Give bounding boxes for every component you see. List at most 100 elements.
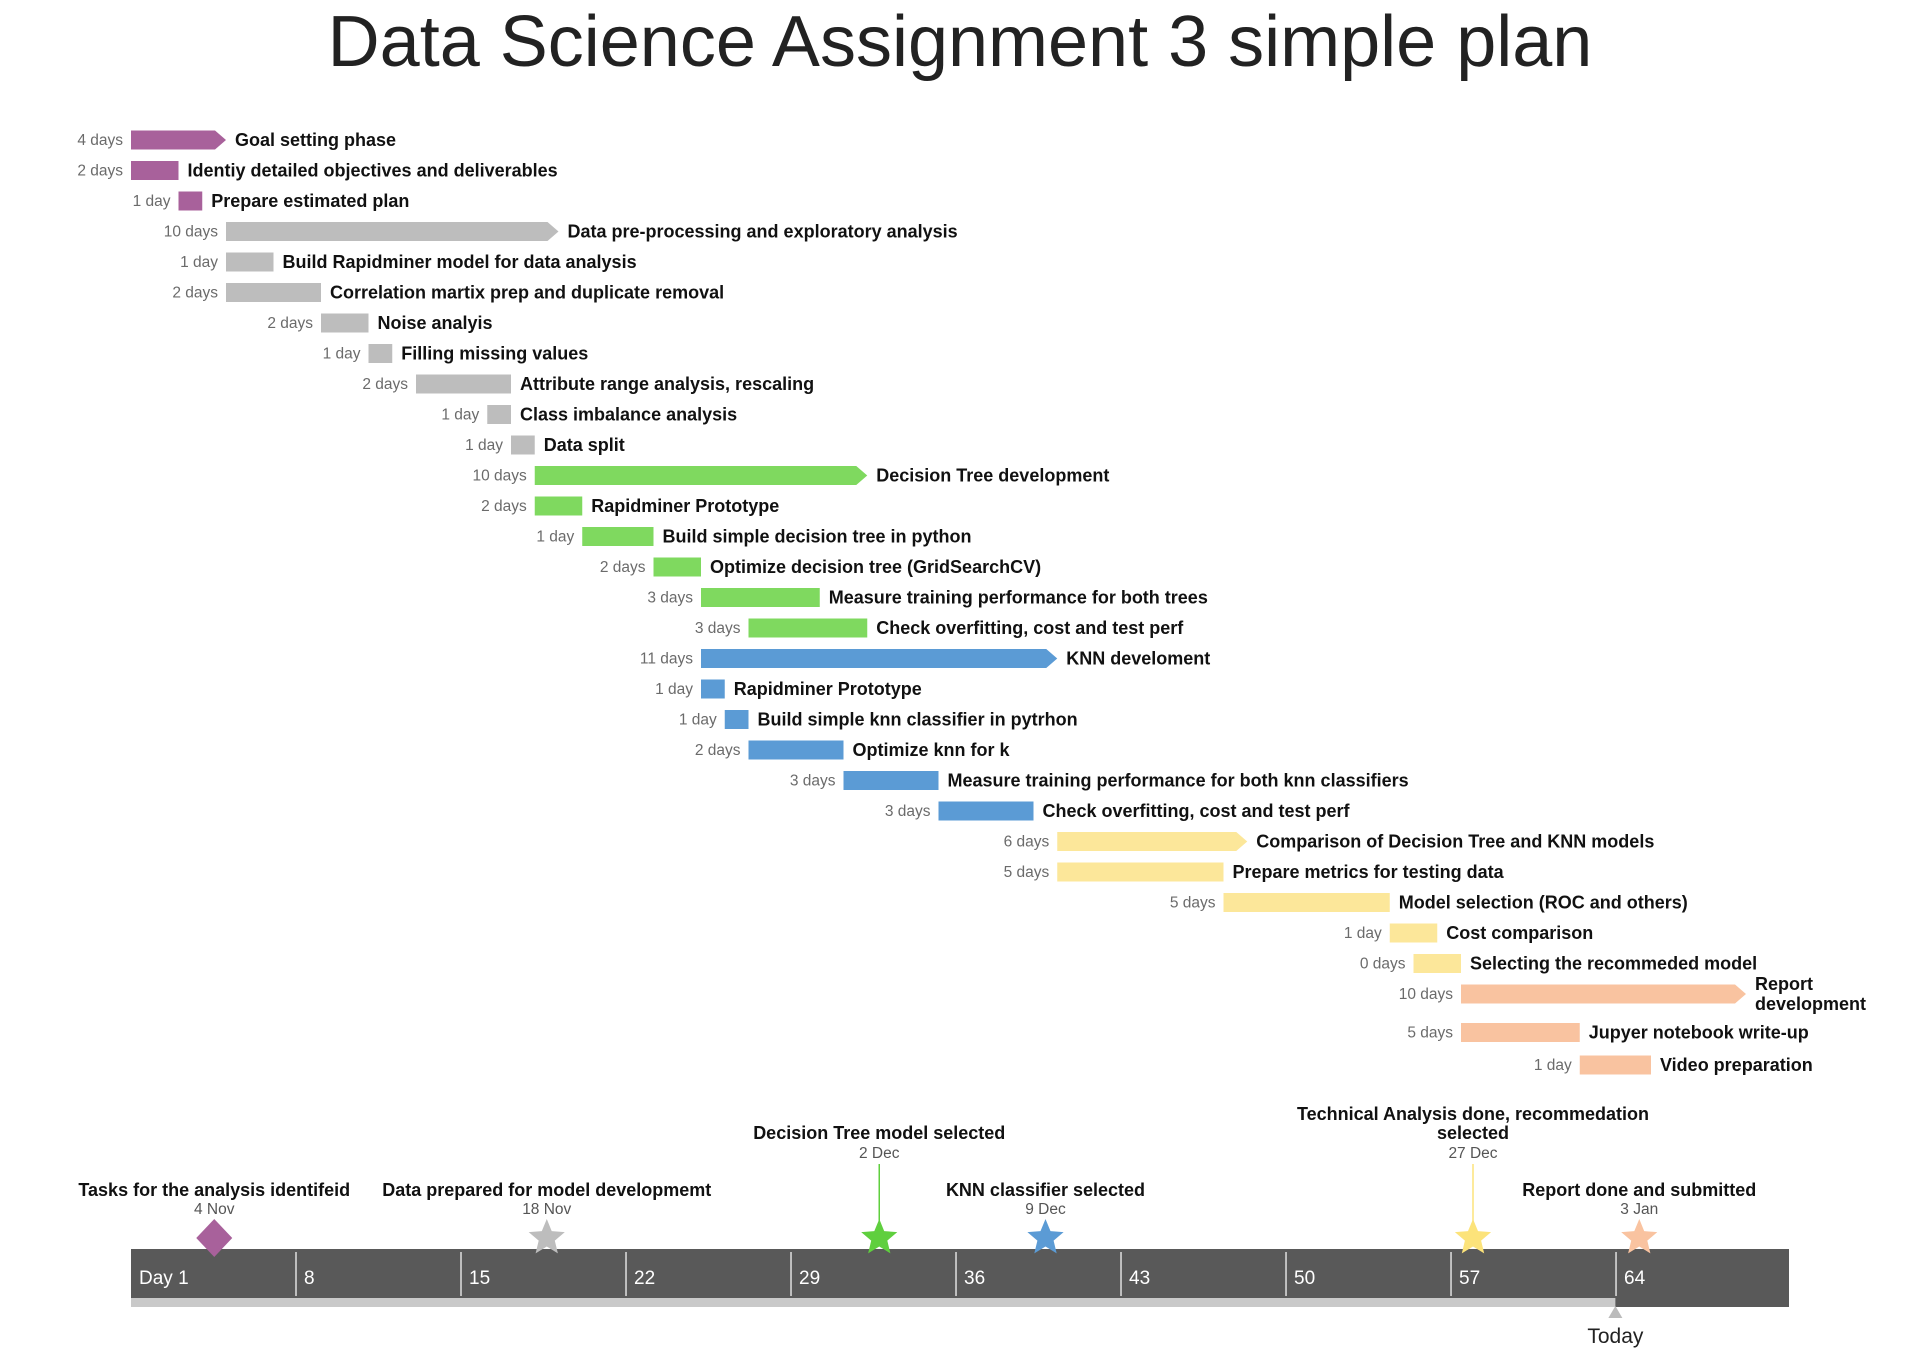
task-name-label: Cost comparison xyxy=(1446,923,1593,943)
task-bar xyxy=(226,252,274,272)
task-bar xyxy=(1413,954,1461,973)
axis-tick-label: 36 xyxy=(964,1268,985,1289)
task-name-label: Report xyxy=(1755,974,1813,994)
task-bar xyxy=(1461,1023,1580,1042)
milestone-diamond-icon xyxy=(196,1219,233,1257)
task-duration-label: 0 days xyxy=(1360,956,1406,973)
task-bar xyxy=(1223,893,1390,912)
task-bar xyxy=(748,618,868,638)
task-name-label: Correlation martix prep and duplicate re… xyxy=(330,283,724,303)
task-duration-label: 2 days xyxy=(362,376,408,393)
axis-tick-label: 50 xyxy=(1294,1268,1315,1289)
task-bar xyxy=(843,771,939,790)
task-name-label: Measure training performance for both tr… xyxy=(829,588,1208,608)
task-name-label: Noise analyis xyxy=(378,313,493,333)
task-duration-label: 2 days xyxy=(695,742,741,759)
task-duration-label: 5 days xyxy=(1407,1025,1453,1042)
task-duration-label: 3 days xyxy=(885,803,931,820)
task-name-label: Goal setting phase xyxy=(235,130,396,150)
timeline-bar xyxy=(131,1249,1789,1307)
task-duration-label: 10 days xyxy=(164,224,219,241)
milestone-star-icon xyxy=(1454,1219,1492,1254)
task-duration-label: 1 day xyxy=(1534,1057,1572,1074)
milestone-star-icon xyxy=(861,1219,898,1254)
today-marker-icon xyxy=(1608,1306,1623,1318)
task-duration-label: 1 day xyxy=(536,529,574,546)
task-name-label: Build Rapidminer model for data analysis xyxy=(283,252,637,272)
summary-task-bar xyxy=(1461,984,1746,1004)
task-bar xyxy=(368,344,393,363)
task-name-label: Data split xyxy=(544,435,625,455)
task-duration-label: 10 days xyxy=(1399,986,1454,1003)
milestone-date-label: 9 Dec xyxy=(1025,1201,1066,1218)
milestone-date-label: 2 Dec xyxy=(859,1145,900,1162)
task-name-label: Build simple knn classifier in pytrhon xyxy=(758,710,1078,730)
task-bar xyxy=(487,405,511,424)
task-bar xyxy=(511,435,535,455)
axis-tick-label: Day 1 xyxy=(139,1268,189,1289)
axis-tick-label: 64 xyxy=(1624,1268,1646,1289)
task-bar xyxy=(701,588,820,607)
axis-tick-label: 15 xyxy=(469,1268,490,1289)
task-bar xyxy=(701,679,725,699)
axis-tick-label: 29 xyxy=(799,1268,820,1289)
task-duration-label: 2 days xyxy=(172,285,218,302)
milestone-date-label: 4 Nov xyxy=(194,1201,235,1218)
milestone-name-label: Technical Analysis done, recommedation xyxy=(1297,1104,1649,1124)
task-name-label: Check overfitting, cost and test perf xyxy=(1043,801,1351,821)
task-duration-label: 3 days xyxy=(647,590,693,607)
axis-tick-label: 8 xyxy=(304,1268,315,1289)
task-name-label: Data pre-processing and exploratory anal… xyxy=(568,222,958,242)
milestone-star-icon xyxy=(1027,1219,1064,1254)
task-bar xyxy=(534,496,583,516)
task-bar xyxy=(1057,862,1224,882)
task-duration-label: 1 day xyxy=(180,254,218,271)
task-duration-label: 1 day xyxy=(465,437,503,454)
task-bar xyxy=(321,313,369,333)
milestone-star-icon xyxy=(528,1219,565,1254)
task-name-label: Rapidminer Prototype xyxy=(734,679,922,699)
task-name-label: Comparison of Decision Tree and KNN mode… xyxy=(1256,832,1654,852)
today-label: Today xyxy=(1587,1325,1644,1348)
task-bar xyxy=(226,283,321,302)
summary-task-bar xyxy=(701,649,1058,668)
task-bar xyxy=(131,161,179,180)
task-name-label: Rapidminer Prototype xyxy=(591,496,779,516)
task-duration-label: 2 days xyxy=(267,315,313,332)
task-name-label: Prepare estimated plan xyxy=(211,191,409,211)
task-name-label: Decision Tree development xyxy=(876,466,1109,486)
task-name-label: Optimize knn for k xyxy=(853,740,1011,760)
task-name-label: Attribute range analysis, rescaling xyxy=(520,374,814,394)
summary-task-bar xyxy=(1057,832,1248,851)
axis-tick-label: 22 xyxy=(634,1268,655,1289)
task-name-label: Build simple decision tree in python xyxy=(663,527,972,547)
milestone-name-label: Data prepared for model developmemt xyxy=(382,1180,711,1200)
task-duration-label: 1 day xyxy=(133,193,171,210)
task-name-label: Class imbalance analysis xyxy=(520,405,737,425)
task-name-label: Model selection (ROC and others) xyxy=(1399,893,1688,913)
axis-tick-label: 57 xyxy=(1459,1268,1480,1289)
task-duration-label: 1 day xyxy=(679,712,717,729)
milestone-name-label: KNN classifier selected xyxy=(946,1180,1145,1200)
task-bar xyxy=(582,527,654,546)
task-duration-label: 1 day xyxy=(323,346,361,363)
task-duration-label: 1 day xyxy=(655,681,693,698)
task-name-label: Video preparation xyxy=(1660,1055,1813,1075)
milestone-star-icon xyxy=(1621,1219,1658,1254)
task-name-label: Selecting the recommeded model xyxy=(1470,954,1757,974)
task-name-label: Jupyer notebook write-up xyxy=(1589,1023,1809,1043)
task-duration-label: 2 days xyxy=(481,498,527,515)
task-duration-label: 11 days xyxy=(640,651,693,668)
task-bar xyxy=(724,710,749,729)
task-name-label: Optimize decision tree (GridSearchCV) xyxy=(710,557,1041,577)
milestone-date-label: 3 Jan xyxy=(1620,1201,1658,1218)
task-bar xyxy=(1389,923,1438,943)
task-duration-label: 2 days xyxy=(600,559,646,576)
task-name-label: Prepare metrics for testing data xyxy=(1233,862,1505,882)
milestone-date-label: 18 Nov xyxy=(522,1201,571,1218)
task-duration-label: 3 days xyxy=(695,620,741,637)
task-duration-label: 1 day xyxy=(1344,925,1382,942)
task-bar xyxy=(748,740,844,760)
